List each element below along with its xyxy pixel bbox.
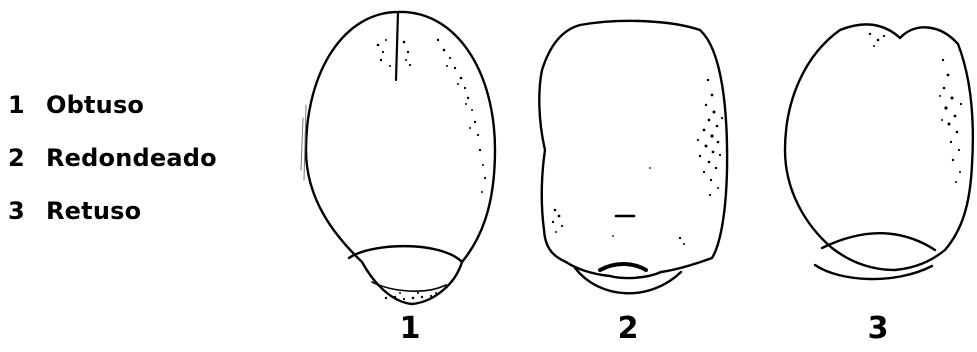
seed-3-retuso xyxy=(785,24,973,279)
figure-number-1: 1 xyxy=(390,311,430,346)
figure-number-2: 2 xyxy=(608,311,648,346)
seed-2-stipple xyxy=(552,79,723,245)
seed-3-base-curve xyxy=(822,233,935,250)
seed-3-stipple xyxy=(869,33,962,183)
seed-1-edge-hatch xyxy=(301,105,306,180)
seed-2-hilum xyxy=(600,264,646,270)
seed-1-outline xyxy=(306,12,495,304)
seed-1-base-curve xyxy=(349,246,462,262)
seed-1-hilum-line xyxy=(396,12,398,80)
seed-2-outline xyxy=(539,21,727,278)
figure-number-3: 3 xyxy=(858,311,898,346)
seed-1-obtuso xyxy=(301,12,495,304)
seed-1-stipple xyxy=(377,39,486,300)
seed-2-redondeado xyxy=(539,21,727,293)
